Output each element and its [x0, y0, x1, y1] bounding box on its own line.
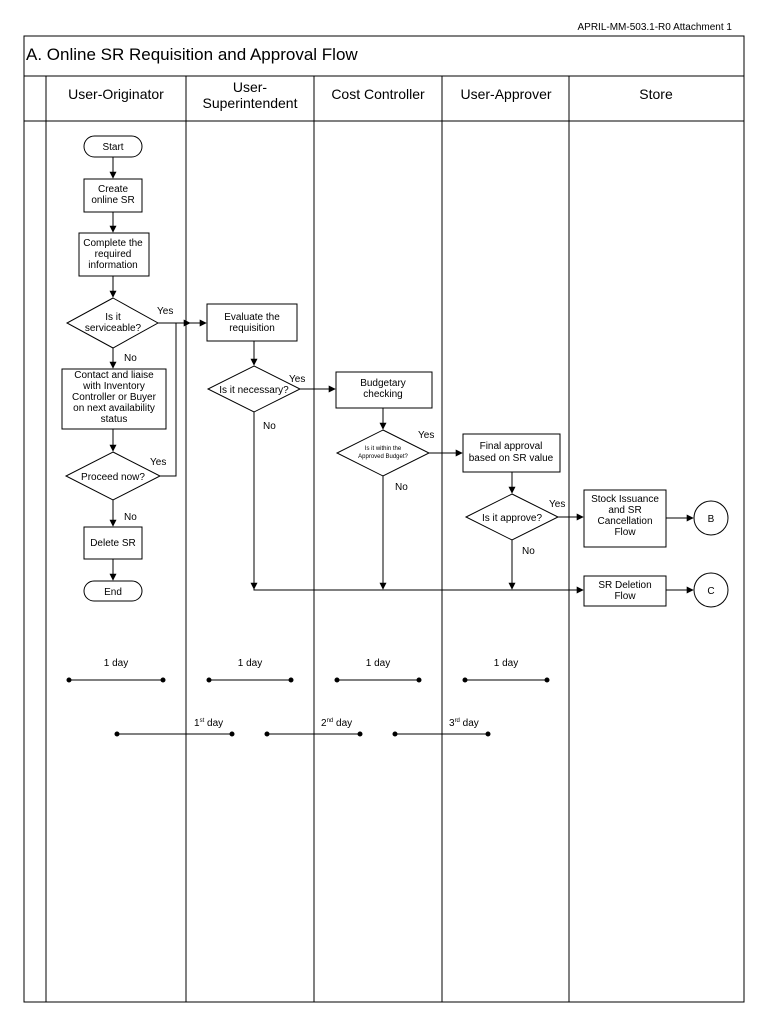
label-yes-proceed: Yes: [150, 457, 166, 468]
line-necessary-no: [253, 412, 583, 591]
end-terminal: [83, 580, 143, 602]
final-approval-box: [462, 433, 561, 473]
label-yes-within: Yes: [418, 430, 434, 441]
label-no-necessary: No: [263, 421, 276, 432]
line-proceed-yes: [160, 323, 177, 477]
delete-sr-label: Delete SR: [90, 538, 136, 549]
frame: [23, 35, 745, 1003]
budgetary-box: [335, 371, 433, 409]
connector-b: [693, 500, 729, 536]
connectors: [109, 157, 694, 594]
duration-superintendent: 1 day: [238, 658, 262, 669]
lane-durations: 1 day 1 day 1 day 1 day: [104, 658, 518, 669]
complete-info-box: [78, 232, 150, 277]
shapes: [61, 135, 729, 608]
connector-c: [693, 572, 729, 608]
within-budget-decision: [335, 429, 431, 477]
label-no-serviceable: No: [124, 353, 137, 364]
duration-cost: 1 day: [366, 658, 390, 669]
lane-header-cost-controller: Cost Controller: [331, 86, 425, 102]
duration-lines: [66, 677, 550, 737]
day-2-label: 2nd day: [321, 718, 352, 729]
lane-header-superintendent: User-Superintendent: [203, 79, 298, 111]
start-label: Start: [102, 142, 123, 153]
duration-approver: 1 day: [494, 658, 518, 669]
label-no-proceed: No: [124, 512, 137, 523]
day-1-label: 1st day: [194, 718, 223, 729]
lane-header-store: Store: [639, 86, 673, 102]
day-3-label: 3rd day: [449, 718, 479, 729]
approve-label: Is it approve?: [482, 513, 542, 524]
label-no-within: No: [395, 482, 408, 493]
end-label: End: [104, 587, 122, 598]
label-yes-necessary: Yes: [289, 374, 305, 385]
lane-header-approver: User-Approver: [460, 86, 551, 102]
proceed-label: Proceed now?: [81, 472, 145, 483]
duration-originator: 1 day: [104, 658, 128, 669]
label-no-approve: No: [522, 546, 535, 557]
create-sr-box: [83, 178, 143, 213]
connector-b-label: B: [708, 514, 715, 525]
stock-issuance-box: [583, 489, 667, 548]
lane-headers: User-Originator User-Superintendent Cost…: [68, 79, 673, 111]
connector-c-label: C: [707, 586, 714, 597]
day-sequence: 1st day 2nd day 3rd day: [194, 718, 479, 729]
branch-labels: Yes No Yes No Yes No Yes No Yes No: [124, 306, 565, 557]
evaluate-box: [206, 303, 298, 342]
sr-deletion-box: [583, 575, 667, 607]
contact-box: [61, 368, 167, 430]
necessary-label: Is it necessary?: [219, 385, 289, 396]
label-yes-approve: Yes: [549, 499, 565, 510]
page-title: A. Online SR Requisition and Approval Fl…: [26, 45, 358, 64]
document-reference: APRIL-MM-503.1-R0 Attachment 1: [577, 22, 732, 33]
label-yes-serviceable: Yes: [157, 306, 173, 317]
lane-header-originator: User-Originator: [68, 86, 164, 102]
